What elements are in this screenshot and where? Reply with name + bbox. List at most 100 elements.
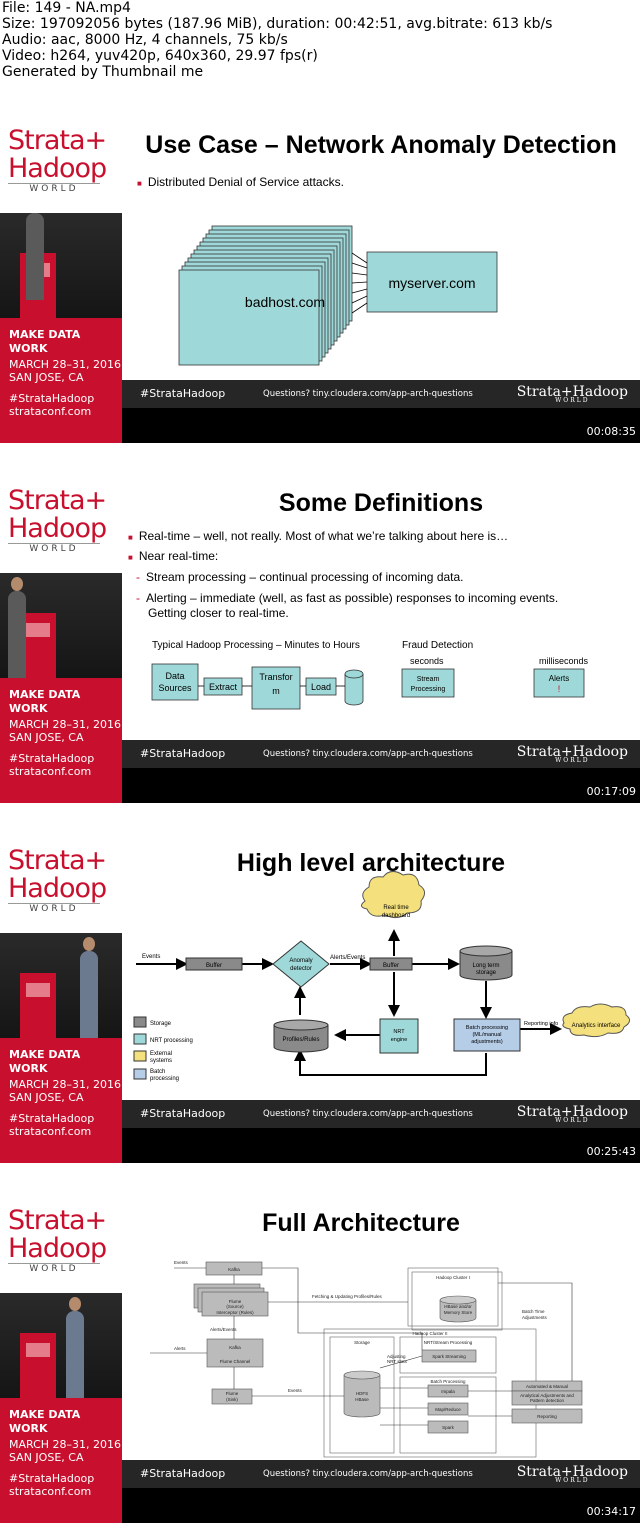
bullet: ■Distributed Denial of Service attacks. bbox=[137, 175, 344, 189]
svg-text:Events: Events bbox=[142, 954, 160, 960]
svg-text:NRT stats: NRT stats bbox=[387, 1359, 408, 1364]
svg-text:(Sink): (Sink) bbox=[226, 1397, 238, 1402]
svg-text:Flume Channel: Flume Channel bbox=[220, 1359, 251, 1364]
speaker-video bbox=[0, 213, 122, 318]
svg-text:Data: Data bbox=[165, 671, 184, 681]
svg-text:Hadoop Cluster I: Hadoop Cluster I bbox=[436, 1275, 470, 1280]
svg-text:dashboard: dashboard bbox=[382, 913, 410, 919]
slide: Some Definitions ■Real-time – well, not … bbox=[122, 443, 640, 740]
svg-text:Kafka: Kafka bbox=[228, 1267, 240, 1272]
svg-text:storage: storage bbox=[476, 970, 497, 976]
file-info-line: File: 149 - NA.mp4 bbox=[0, 0, 640, 17]
svg-text:NRT: NRT bbox=[393, 1029, 405, 1035]
svg-text:Automated & Manual: Automated & Manual bbox=[526, 1384, 568, 1389]
slide: Full Architecture bbox=[122, 1163, 640, 1460]
svg-text:Long term: Long term bbox=[472, 963, 499, 969]
svg-text:NRT/Stream Processing: NRT/Stream Processing bbox=[424, 1340, 473, 1345]
svg-text:milliseconds: milliseconds bbox=[539, 656, 589, 666]
svg-text:Interceptor (Rules): Interceptor (Rules) bbox=[216, 1310, 254, 1315]
svg-text:Hadoop Cluster II: Hadoop Cluster II bbox=[412, 1331, 447, 1336]
svg-text:Stream: Stream bbox=[417, 676, 440, 683]
speaker-video bbox=[0, 573, 122, 678]
svg-text:systems: systems bbox=[150, 1058, 172, 1064]
svg-text:seconds: seconds bbox=[410, 656, 444, 666]
svg-text:Flume: Flume bbox=[226, 1391, 239, 1396]
svg-text:Batch Time: Batch Time bbox=[522, 1309, 545, 1314]
svg-text:Flume: Flume bbox=[229, 1299, 242, 1304]
svg-text:HDFS: HDFS bbox=[356, 1391, 368, 1396]
svg-text:Reporting info: Reporting info bbox=[524, 1021, 558, 1027]
svg-text:engine: engine bbox=[391, 1037, 408, 1043]
svg-text:Fraud Detection: Fraud Detection bbox=[402, 640, 473, 651]
svg-text:detector: detector bbox=[290, 966, 312, 972]
svg-text:Adjusting: Adjusting bbox=[387, 1354, 406, 1359]
svg-text:Spark Streaming: Spark Streaming bbox=[432, 1354, 466, 1359]
svg-text:adjustments): adjustments) bbox=[471, 1039, 503, 1045]
svg-text:Kafka: Kafka bbox=[229, 1345, 241, 1350]
slide-title: Some Definitions bbox=[278, 489, 484, 517]
architecture-diagram: Events Buffer Anomaly detector Alerts/Ev… bbox=[133, 871, 630, 1082]
bullet: ■Real-time – well, not really. Most of w… bbox=[128, 529, 509, 543]
latency-diagram: Typical Hadoop Processing – Minutes to H… bbox=[151, 640, 589, 710]
svg-text:Buffer: Buffer bbox=[206, 963, 222, 969]
svg-text:(ML/manual: (ML/manual bbox=[472, 1032, 501, 1038]
speaker-video bbox=[0, 1293, 122, 1398]
svg-text:Batch processing: Batch processing bbox=[466, 1025, 508, 1031]
svg-text:Alerts/Events: Alerts/Events bbox=[330, 955, 365, 961]
svg-text:Pattern detection: Pattern detection bbox=[530, 1398, 565, 1403]
timestamp: 00:25:43 bbox=[586, 1145, 636, 1158]
ddos-diagram: badhost.com myserver.com bbox=[178, 225, 498, 366]
svg-text:processing: processing bbox=[150, 1076, 179, 1082]
svg-text:Analytical Adjustments and: Analytical Adjustments and bbox=[520, 1393, 574, 1398]
svg-text:Alerts: Alerts bbox=[549, 674, 569, 683]
svg-text:Events: Events bbox=[288, 1388, 303, 1393]
slide-title: Full Architecture bbox=[262, 1209, 460, 1237]
sub-bullet-cont: Getting closer to real-time. bbox=[148, 606, 289, 620]
file-info-line: Video: h264, yuv420p, 640x360, 29.97 fps… bbox=[0, 48, 640, 65]
svg-text:Analytics interface: Analytics interface bbox=[572, 1023, 621, 1029]
svg-text:Batch Processing: Batch Processing bbox=[430, 1379, 466, 1384]
sub-bullet: -Stream processing – continual processin… bbox=[136, 570, 464, 584]
timestamp: 00:34:17 bbox=[586, 1505, 636, 1518]
svg-text:Adjustments: Adjustments bbox=[522, 1315, 548, 1320]
slide: Use Case – Network Anomaly Detection ■Di… bbox=[122, 83, 640, 380]
file-info-header: File: 149 - NA.mp4 Size: 197092056 bytes… bbox=[0, 0, 640, 83]
slide-title: Use Case – Network Anomaly Detection bbox=[145, 131, 617, 159]
svg-text:Events: Events bbox=[174, 1260, 189, 1265]
svg-text:Storage: Storage bbox=[150, 1021, 172, 1027]
svg-text:NRT processing: NRT processing bbox=[150, 1038, 193, 1044]
svg-text:Profiles/Rules: Profiles/Rules bbox=[282, 1037, 319, 1043]
svg-text:Typical Hadoop Processing – Mi: Typical Hadoop Processing – Minutes to H… bbox=[152, 640, 360, 651]
myserver-label: myserver.com bbox=[388, 275, 475, 291]
svg-text:Impala: Impala bbox=[441, 1389, 455, 1394]
svg-text:Spark: Spark bbox=[442, 1425, 455, 1430]
svg-text:Sources: Sources bbox=[158, 683, 192, 693]
svg-text:External: External bbox=[150, 1051, 172, 1057]
slide-title: High level architecture bbox=[236, 849, 506, 877]
svg-text:Anomaly: Anomaly bbox=[289, 958, 312, 964]
sub-bullet: -Alerting – immediate (well, as fast as … bbox=[136, 591, 559, 605]
svg-text:Batch: Batch bbox=[150, 1069, 165, 1075]
badhost-label: badhost.com bbox=[245, 294, 325, 310]
file-info-line: Size: 197092056 bytes (187.96 MiB), dura… bbox=[0, 16, 640, 33]
timestamp: 00:08:35 bbox=[586, 425, 636, 438]
svg-text:(Source): (Source) bbox=[226, 1304, 244, 1309]
svg-text:Buffer: Buffer bbox=[383, 963, 399, 969]
full-architecture-diagram: Events Kafka Flume (Source) Interceptor … bbox=[150, 1260, 583, 1458]
